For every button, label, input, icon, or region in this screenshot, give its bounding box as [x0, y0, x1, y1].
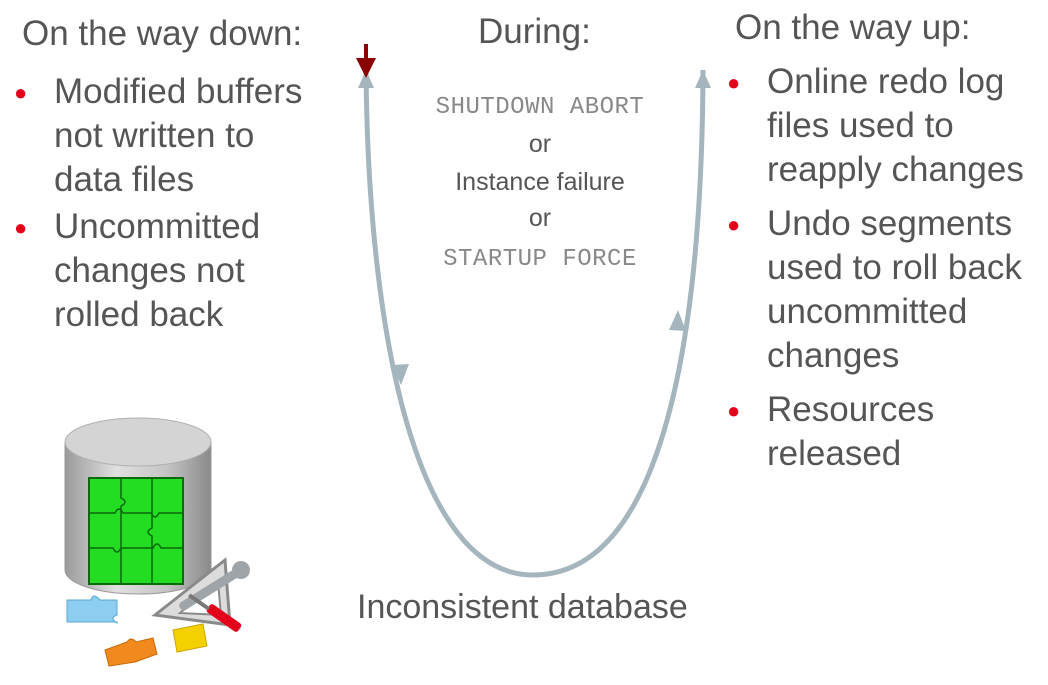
list-item: ● Resources released [727, 390, 935, 473]
down-arrow-icon [356, 44, 376, 78]
list-item: ● Uncommitted changes not rolled back [14, 207, 261, 334]
list-item: ● Modified buffers not written to data f… [14, 72, 303, 199]
list-item: ● Online redo log files used to reapply … [727, 62, 1024, 189]
curve-arrow-top-left [358, 70, 374, 88]
list-item: ● Undo segments used to roll back uncomm… [727, 204, 1022, 375]
during-conditions: SHUTDOWN ABORT or Instance failure or ST… [395, 91, 685, 277]
way-down-bullet-list: ● Modified buffers not written to data f… [14, 70, 314, 340]
way-up-heading: On the way up: [735, 8, 971, 47]
shutdown-abort-text: SHUTDOWN ABORT [435, 94, 645, 121]
bullet-dot-icon: ● [727, 70, 741, 95]
instance-failure-text: Instance failure [455, 168, 625, 196]
bullet-dot-icon: ● [14, 80, 28, 105]
startup-force-text: STARTUP FORCE [443, 246, 637, 273]
u-curve [363, 69, 706, 578]
bullet-dot-icon: ● [727, 398, 741, 423]
during-heading: During: [478, 12, 591, 51]
or-text: or [528, 204, 552, 232]
curve-arrow-top-right [695, 70, 711, 88]
bullet-dot-icon: ● [14, 215, 28, 240]
way-up-bullet-list: ● Online redo log files used to reapply … [727, 60, 1037, 479]
or-text: or [528, 130, 552, 158]
inconsistent-database-label: Inconsistent database [357, 588, 688, 626]
curve-arrow-mid-right [669, 310, 686, 331]
database-puzzle-tools-icon [64, 417, 250, 667]
bullet-dot-icon: ● [727, 212, 741, 237]
way-down-heading: On the way down: [22, 14, 303, 53]
curve-arrow-mid-left [392, 364, 409, 385]
